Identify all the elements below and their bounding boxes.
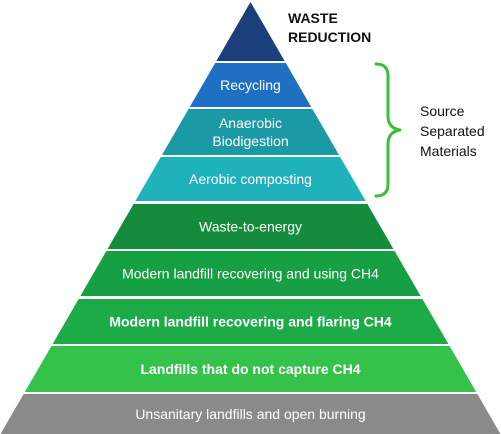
curly-brace-bracket xyxy=(374,62,402,198)
tier-label-line: Modern landfill recovering and using CH4 xyxy=(122,266,379,282)
tier-label-line: Recycling xyxy=(220,77,281,93)
apex-label: WASTE REDUCTION xyxy=(288,10,371,45)
pyramid-tier: Landfills that do not capture CH4 xyxy=(24,346,477,392)
tier-label-line: Waste-to-energy xyxy=(199,219,302,235)
bracket-label-line: Source xyxy=(420,103,465,119)
tier-band xyxy=(52,299,449,344)
tier-label-line: Biodigestion xyxy=(212,133,288,149)
tier-label-line: Aerobic composting xyxy=(189,171,312,187)
tier-label: Modern landfill recovering and using CH4 xyxy=(122,266,379,282)
pyramid-tier: Modern landfill recovering and flaring C… xyxy=(52,299,449,344)
pyramid-tier: Aerobic composting xyxy=(135,157,366,201)
tier-band xyxy=(0,394,501,434)
apex-label-line: WASTE xyxy=(288,10,338,26)
tier-label-line: Modern landfill recovering and flaring C… xyxy=(109,314,392,330)
pyramid-tier: Recycling xyxy=(189,63,312,107)
pyramid-tier: Modern landfill recovering and using CH4 xyxy=(80,251,421,296)
tier-label-line: Anaerobic xyxy=(219,115,282,131)
bracket-label-line: Materials xyxy=(420,143,477,159)
apex-label-line: REDUCTION xyxy=(288,29,371,45)
pyramid-tier: Unsanitary landfills and open burning xyxy=(0,394,501,434)
tier-label-line: Unsanitary landfills and open burning xyxy=(135,406,365,422)
pyramid-tier: Waste-to-energy xyxy=(107,204,394,249)
tier-band xyxy=(189,63,312,107)
source-separated-materials-label: Source Separated Materials xyxy=(420,103,489,159)
tier-band xyxy=(80,251,421,296)
pyramid-apex xyxy=(216,2,285,61)
tier-label-line: Landfills that do not capture CH4 xyxy=(140,361,360,377)
tier-label: Waste-to-energy xyxy=(199,219,302,235)
tier-band xyxy=(161,109,340,155)
tier-label: Unsanitary landfills and open burning xyxy=(135,406,365,422)
tier-label: Landfills that do not capture CH4 xyxy=(140,361,360,377)
tier-band xyxy=(107,204,394,249)
tier-label: Aerobic composting xyxy=(189,171,312,187)
bracket-label-line: Separated xyxy=(420,123,485,139)
tier-label: Modern landfill recovering and flaring C… xyxy=(109,314,392,330)
tier-band xyxy=(135,157,366,201)
tier-band xyxy=(24,346,477,392)
tier-label: Recycling xyxy=(220,77,281,93)
